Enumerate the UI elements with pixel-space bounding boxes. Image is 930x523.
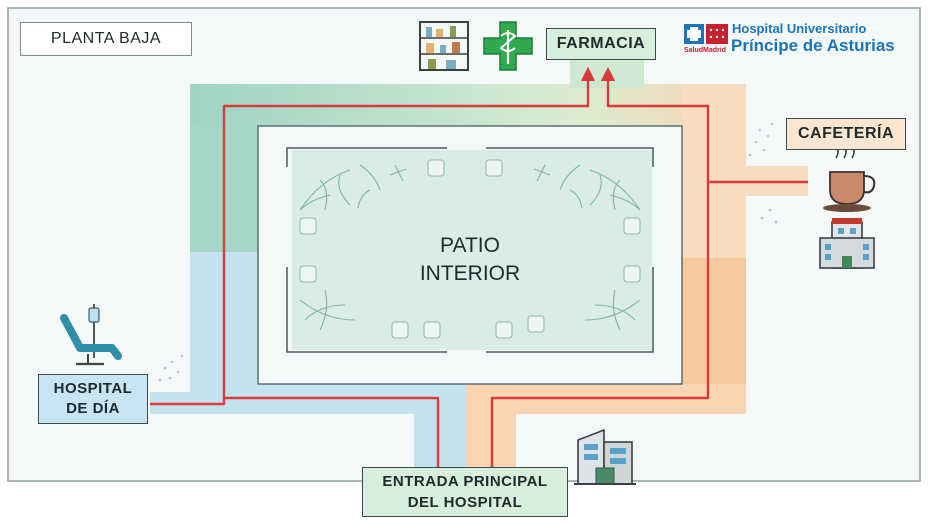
route-entrance-to-left: [224, 396, 440, 470]
patio-label: PATIO INTERIOR: [380, 232, 560, 288]
patio-garden: [292, 150, 652, 350]
building-icon: [819, 218, 875, 269]
texture-dots: [158, 122, 778, 382]
destination-cafeteria[interactable]: CAFETERÍA: [786, 118, 906, 150]
floor-label-text: PLANTA BAJA: [50, 30, 162, 47]
patio-walls: [286, 147, 654, 353]
entrada-line-1: ENTRADA PRINCIPAL: [382, 473, 548, 490]
destination-hospital-dia[interactable]: HOSPITAL DE DÍA: [38, 374, 148, 424]
brand-sub: SaludMadrid: [684, 47, 727, 54]
entrada-line-2: DEL HOSPITAL: [407, 494, 523, 511]
hospital-entrance-icon: [574, 428, 636, 485]
pharmacy-shelf-icon: [419, 21, 469, 71]
destination-farmacia-text: FARMACIA: [556, 35, 646, 52]
infusion-chair-icon: [60, 304, 122, 366]
corridor-right-lower: [682, 258, 746, 384]
destination-farmacia[interactable]: FARMACIA: [546, 28, 656, 60]
route-hospital-dia-to-pharmacy: [150, 66, 596, 406]
destination-entrada[interactable]: ENTRADA PRINCIPAL DEL HOSPITAL: [362, 467, 568, 517]
floor-label: PLANTA BAJA: [20, 22, 192, 56]
routes: [150, 66, 808, 470]
corridor-right-upper: [682, 84, 746, 258]
coffee-cup-icon: [823, 145, 876, 212]
patio-label-line-1: PATIO: [440, 234, 500, 257]
brand-logo-icon: [684, 24, 728, 44]
hospital-dia-line-2: DE DÍA: [66, 400, 120, 417]
destination-cafeteria-text: CAFETERÍA: [797, 125, 895, 142]
brand-line-2: Príncipe de Asturias: [731, 36, 895, 55]
patio-plants: [299, 164, 641, 331]
brand-line-1: Hospital Universitario: [732, 21, 867, 36]
hospital-dia-line-1: HOSPITAL: [53, 380, 133, 397]
route-entrance-to-pharmacy: [490, 66, 710, 470]
pharmacy-cross-icon: [483, 21, 533, 71]
patio-seats: [299, 159, 641, 339]
patio-label-line-2: INTERIOR: [419, 262, 521, 285]
